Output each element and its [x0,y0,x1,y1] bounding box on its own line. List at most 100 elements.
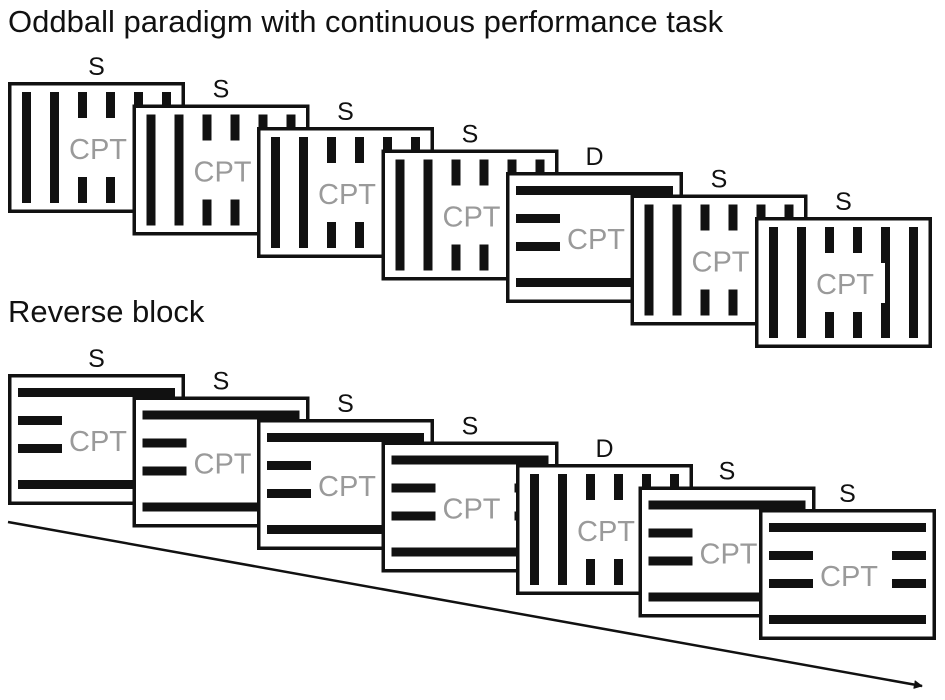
short-bar [391,483,436,493]
long-bar [648,592,806,602]
short-bar [327,137,336,163]
long-bar [530,474,539,585]
trial-label: S [835,188,852,216]
short-bar [106,177,115,203]
short-bar [853,227,862,253]
long-bar [558,474,567,585]
cpt-label: CPT [816,269,874,301]
short-bar [202,199,212,226]
time-arrow [7,520,923,689]
trial-label: D [595,435,613,463]
long-bar [423,159,433,271]
trial-label: S [213,76,230,104]
cpt-backdrop [813,263,885,303]
cpt-label: CPT [69,426,127,458]
long-bar [797,227,806,338]
long-bar [769,227,778,338]
cpt-label: CPT [318,179,376,211]
short-bar [586,559,595,585]
cpt-label: CPT [194,157,252,189]
long-bar [644,204,654,316]
trial-label: S [337,390,354,418]
trial-label: S [839,480,856,508]
trial-label: S [213,368,230,396]
short-bar [267,461,311,470]
long-bar [174,114,184,226]
cpt-backdrop [66,420,138,460]
short-bar [648,556,693,566]
long-bar [395,159,405,271]
long-bar [146,114,156,226]
long-bar [516,278,673,287]
cpt-backdrop [564,218,636,258]
long-bar [769,523,926,532]
short-bar [700,204,710,231]
long-bar [299,137,308,248]
cpt-label: CPT [318,471,376,503]
short-bar [769,551,813,560]
short-bar [391,511,436,521]
cpt-backdrop [315,173,387,213]
cpt-backdrop [439,195,512,236]
short-bar [142,438,187,448]
cpt-label: CPT [443,202,501,234]
long-bar [18,388,175,397]
long-bar [267,525,424,534]
cpt-label: CPT [443,494,501,526]
trial-label: S [462,121,479,149]
cpt-backdrop [439,487,512,528]
short-bar [728,204,738,231]
short-bar [451,244,461,271]
long-bar [391,455,549,465]
short-bar [892,579,926,588]
cpt-label: CPT [692,247,750,279]
cpt-label: CPT [577,516,635,548]
short-bar [586,474,595,500]
long-bar [648,500,806,510]
cpt-backdrop [190,442,263,483]
grating-bars [769,523,926,624]
long-bar [881,227,890,338]
long-bar [391,547,549,557]
short-bar [355,137,364,163]
trial-label: S [719,458,736,486]
cpt-backdrop [315,465,387,505]
short-bar [853,312,862,338]
short-bar [479,159,489,186]
long-bar [142,502,300,512]
short-bar [825,312,834,338]
short-bar [479,244,489,271]
cpt-label: CPT [69,134,127,166]
cpt-label: CPT [700,539,758,571]
stimulus-card: S CPT [755,188,932,348]
short-bar [700,289,710,316]
trial-label: D [585,143,603,171]
trial-label: S [88,53,105,81]
cpt-backdrop [66,128,138,168]
short-bar [142,466,187,476]
short-bar [516,214,560,223]
cpt-backdrop [688,240,761,281]
short-bar [614,474,623,500]
cpt-backdrop [817,555,889,595]
short-bar [614,559,623,585]
title: Oddball paradigm with continuous perform… [8,4,724,39]
long-bar [267,433,424,442]
long-bar [22,92,31,203]
trial-label: S [462,413,479,441]
short-bar [230,114,240,141]
cpt-backdrop [696,532,769,573]
cpt-backdrop [574,510,646,550]
subtitle: Reverse block [8,294,205,329]
short-bar [106,92,115,118]
long-bar [271,137,280,248]
cpt-backdrop [190,150,263,191]
cpt-label: CPT [567,224,625,256]
short-bar [892,551,926,560]
short-bar [516,242,560,251]
short-bar [769,579,813,588]
short-bar [451,159,461,186]
short-bar [202,114,212,141]
